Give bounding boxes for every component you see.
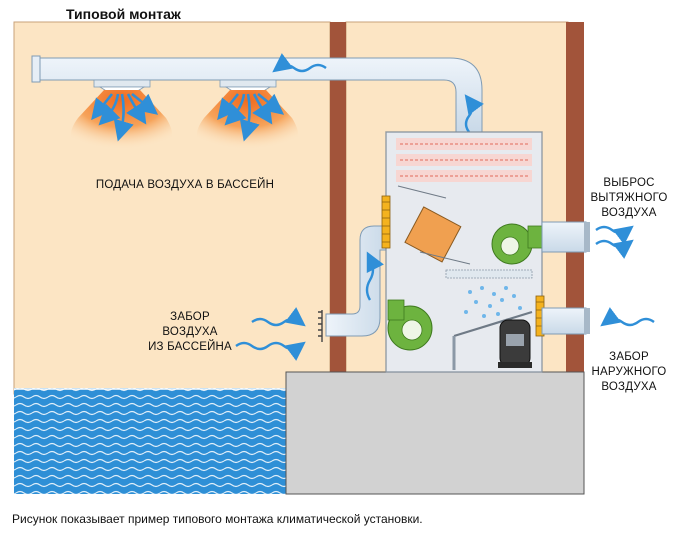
drain-tray <box>453 310 533 338</box>
pool-intake-arrows <box>235 307 306 361</box>
exhaust-duct <box>541 221 587 253</box>
exhaust-label: ВЫБРОС ВЫТЯЖНОГО ВОЗДУХА <box>590 177 668 219</box>
filter-left <box>381 195 391 249</box>
floor-slab <box>285 371 585 495</box>
diagram-title: Типовой монтаж <box>66 6 181 22</box>
wall-right <box>566 22 584 374</box>
exhaust-fan <box>491 223 543 265</box>
pool-intake-label: ЗАБОР ВОЗДУХА ИЗ БАССЕЙНА <box>148 311 232 353</box>
supply-fan <box>387 299 433 351</box>
figure-caption: Рисунок показывает пример типового монта… <box>12 512 423 526</box>
heating-coils <box>396 138 532 182</box>
duct-flow-arrow <box>272 53 327 73</box>
outdoor-intake-label: ЗАБОР НАРУЖНОГО ВОЗДУХА <box>591 351 667 393</box>
riser-flow-arrow <box>464 94 484 133</box>
compressor <box>498 319 532 368</box>
return-grille <box>318 310 323 342</box>
outdoor-arrow <box>600 307 655 327</box>
supply-air-arrows <box>91 92 285 142</box>
outdoor-duct <box>541 307 587 335</box>
return-flow-arrow <box>365 251 384 301</box>
exhaust-arrows <box>595 225 634 259</box>
supply-air-label: ПОДАЧА ВОЗДУХА В БАССЕЙН <box>95 179 275 191</box>
condensate-droplets <box>464 286 522 318</box>
heat-exchanger <box>404 206 462 263</box>
wall-left <box>330 22 346 374</box>
